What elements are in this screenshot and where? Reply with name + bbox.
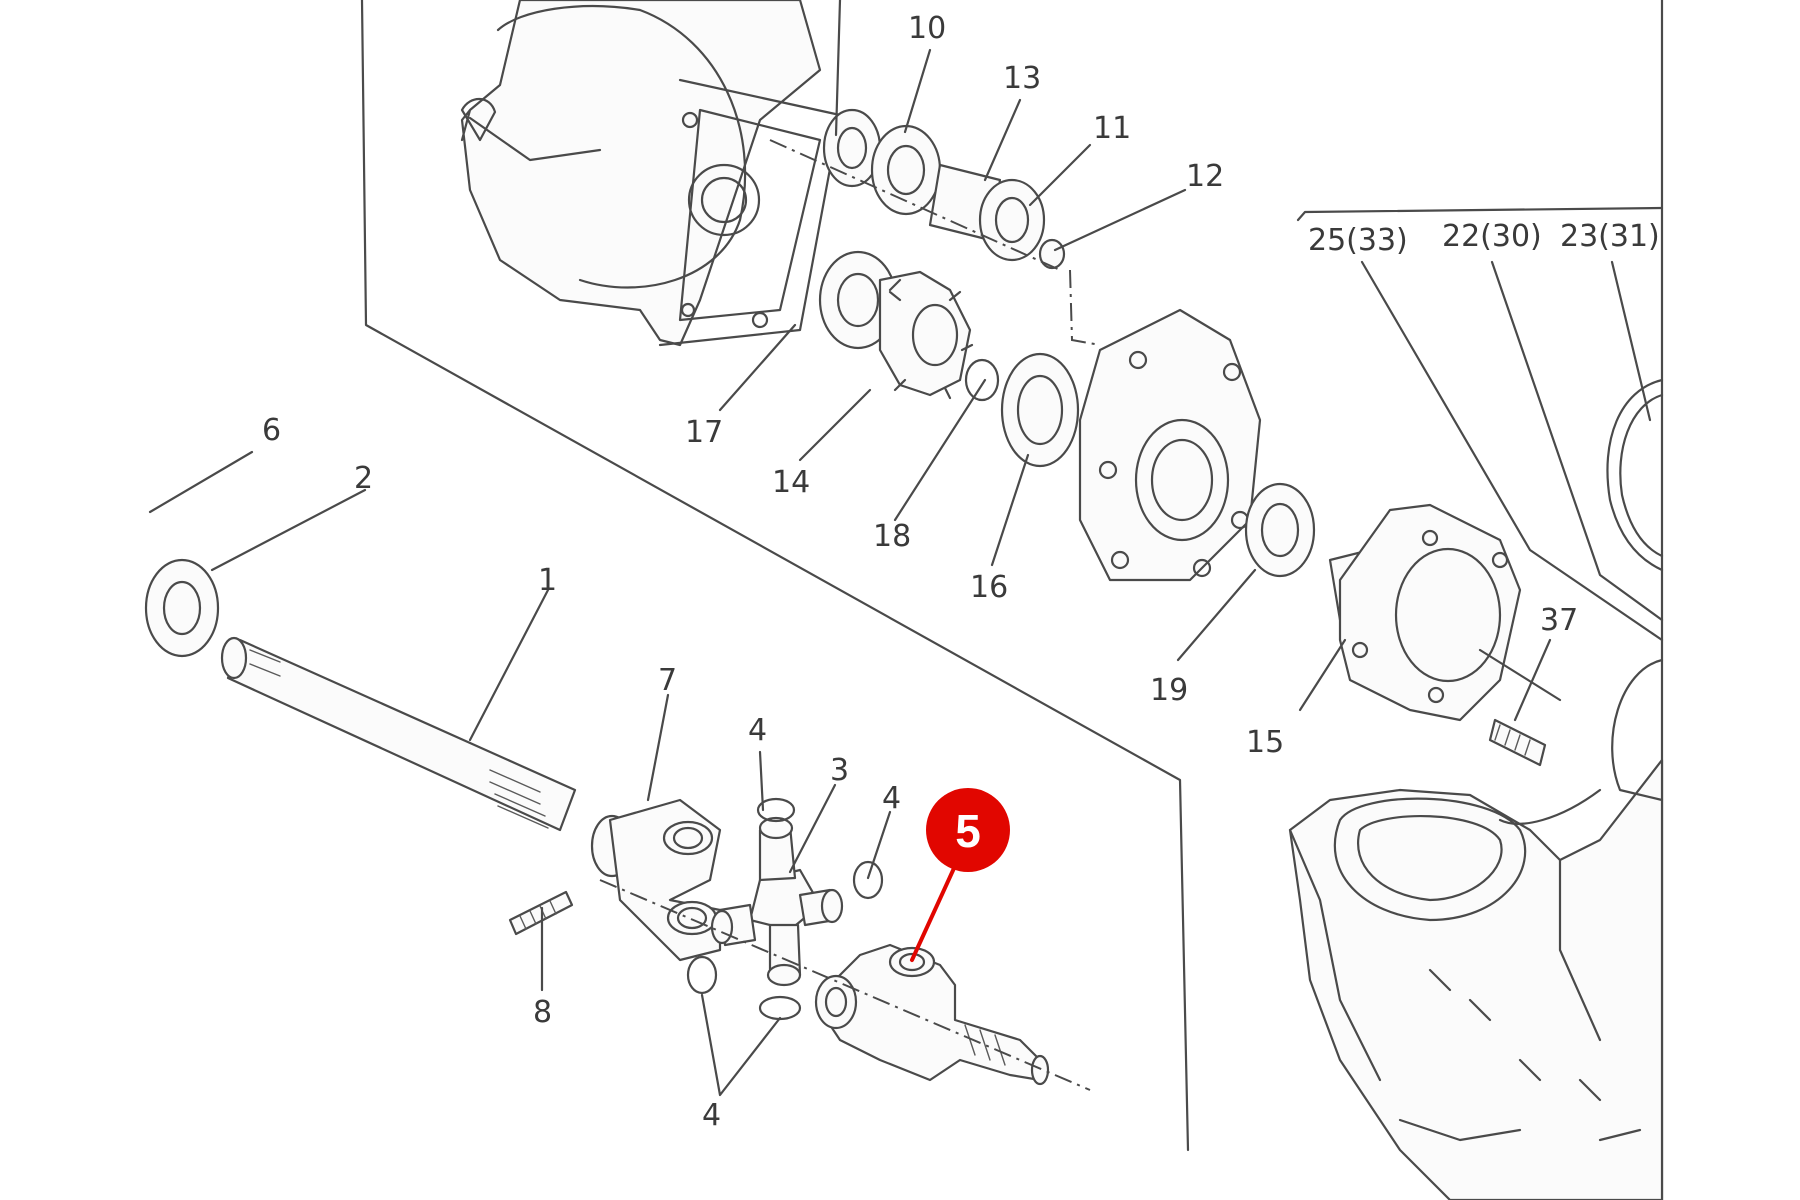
label-17: 17 [685,415,723,450]
label-4-top: 4 [748,713,767,748]
top-shaft-parts [769,108,1101,346]
label-25-33: 25(33) [1308,223,1408,258]
label-2: 2 [354,461,373,496]
stud-37 [1488,718,1547,767]
gearbox-housing [460,0,842,347]
part-labels: 6 2 1 7 8 4 3 4 4 10 13 11 12 17 14 18 1… [262,11,1660,1133]
label-4-right: 4 [882,781,901,816]
label-7: 7 [658,663,677,698]
label-13: 13 [1003,61,1041,96]
callout-pointer [910,864,957,962]
snap-rings-4 [686,797,884,1021]
label-1: 1 [538,563,557,598]
callout-part-5[interactable]: 5 [910,788,1010,962]
yoke-shaft-5 [814,943,1050,1086]
label-22-30: 22(30) [1442,219,1542,254]
label-8: 8 [533,995,552,1030]
coupling-axis [599,879,1091,1091]
label-16: 16 [970,570,1008,605]
label-6: 6 [262,413,281,448]
main-shaft [144,558,577,832]
label-37: 37 [1540,603,1578,638]
yoke-7 [590,798,722,962]
label-15: 15 [1246,725,1284,760]
label-11: 11 [1093,111,1131,146]
label-12: 12 [1186,159,1224,194]
cover-plate [1078,308,1262,582]
label-10: 10 [908,11,946,46]
spider-cross-3 [710,816,844,987]
callout-number: 5 [955,805,981,857]
label-3: 3 [830,753,849,788]
callout-badge [926,788,1010,872]
leader-lines [148,0,1664,1097]
label-23-31: 23(31) [1560,219,1660,254]
lower-gears [818,250,1080,468]
flange-assembly [1244,482,1562,722]
label-19: 19 [1150,673,1188,708]
label-18: 18 [873,519,911,554]
label-4-bottom: 4 [702,1098,721,1133]
axle-housing [1288,758,1664,1200]
label-14: 14 [772,465,810,500]
right-housing [1498,378,1664,825]
